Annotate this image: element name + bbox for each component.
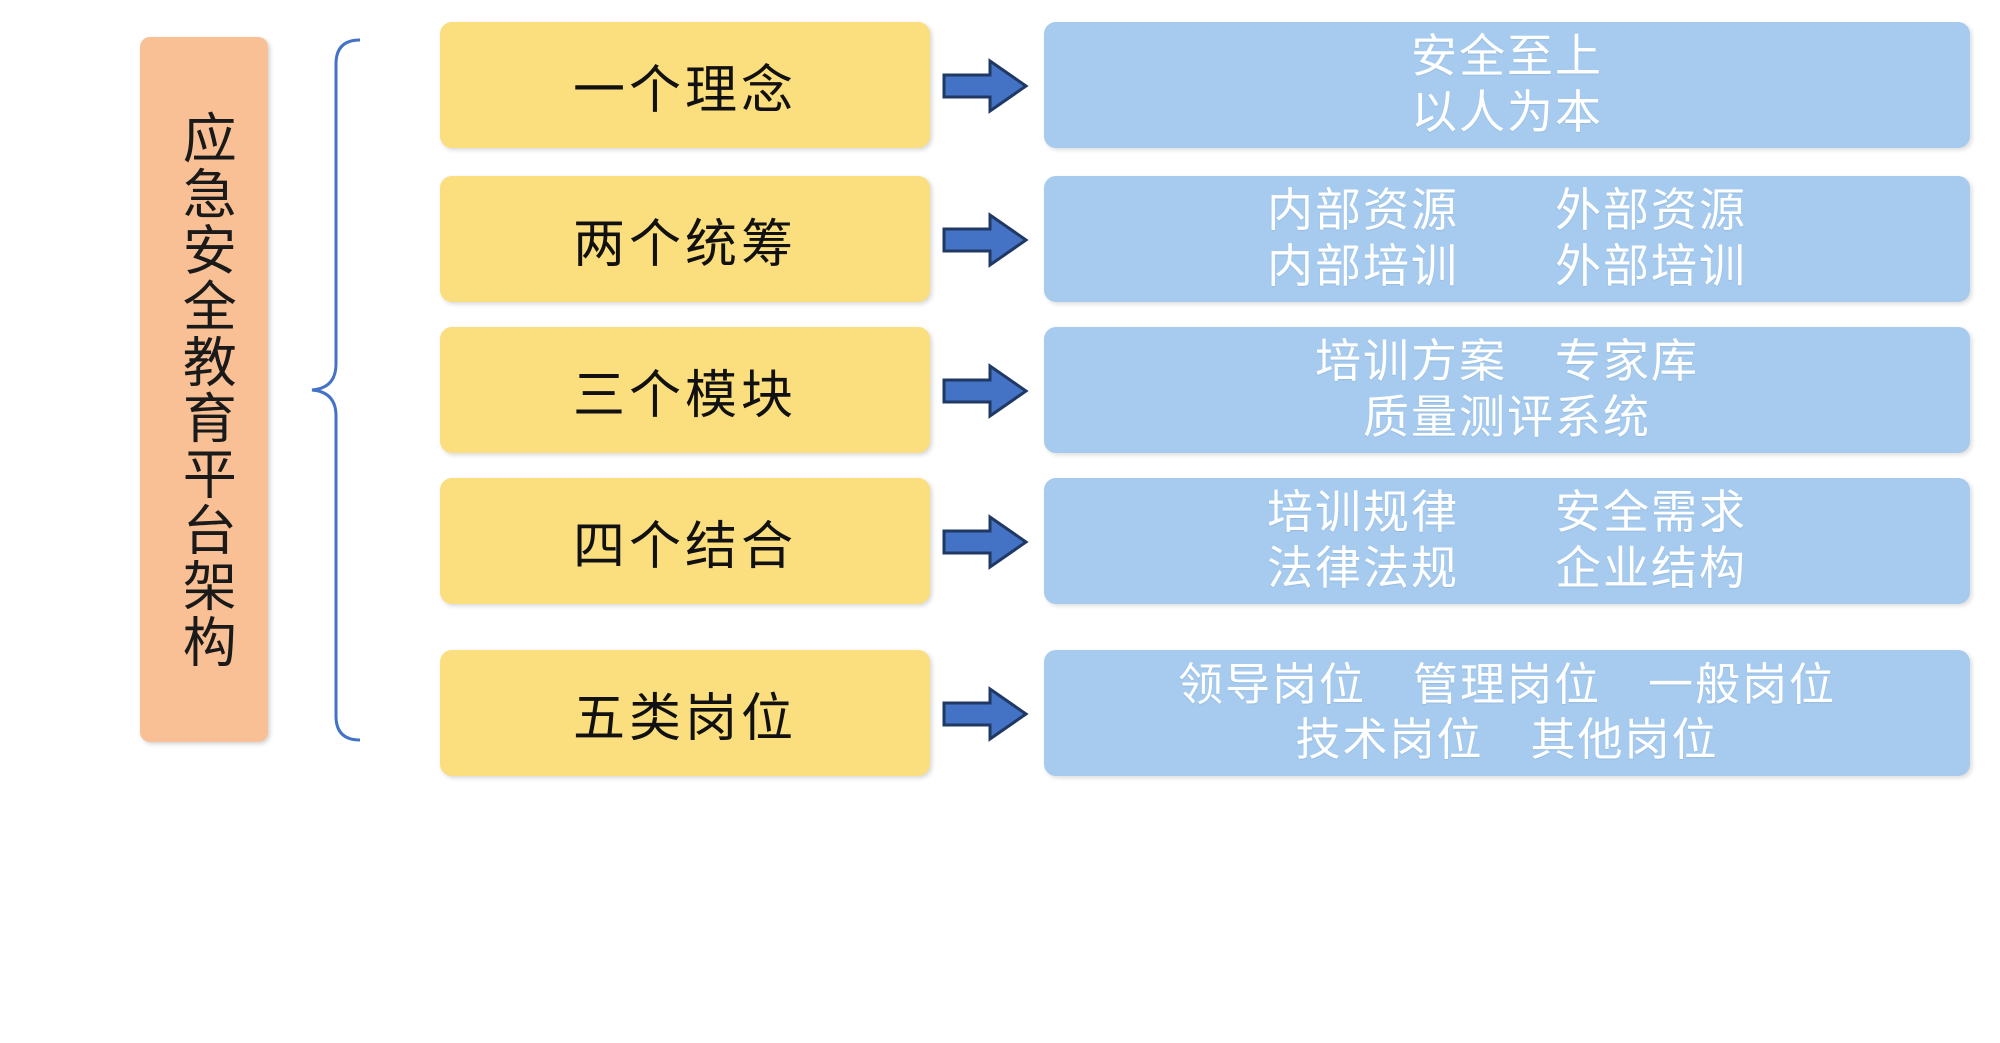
category-label-4: 四个结合 [572,518,797,576]
detail-box-2[interactable]: 内部资源 外部资源 内部培训 外部培训 [1044,176,1970,302]
detail-line: 安全至上 [1411,30,1603,82]
row-one: 一个理念 安全至上 以人为本 [440,22,1970,148]
category-label-2: 两个统筹 [572,216,797,274]
detail-line: 领导岗位 管理岗位 一般岗位 [1177,660,1836,711]
right-arrow-icon [942,686,1029,742]
detail-line: 质量测评系统 [1363,392,1651,443]
category-label-3: 三个模块 [572,367,797,425]
detail-box-5[interactable]: 领导岗位 管理岗位 一般岗位 技术岗位 其他岗位 [1044,650,1970,776]
category-box-3[interactable]: 三个模块 [440,327,930,453]
detail-line: 培训规律 安全需求 [1267,486,1747,538]
detail-box-4[interactable]: 培训规律 安全需求 法律法规 企业结构 [1044,478,1970,604]
detail-line: 内部资源 外部资源 [1267,184,1747,236]
detail-line: 法律法规 企业结构 [1267,543,1747,594]
detail-box-3[interactable]: 培训方案 专家库 质量测评系统 [1044,327,1970,453]
row-three: 三个模块 培训方案 专家库 质量测评系统 [440,327,1970,453]
category-box-4[interactable]: 四个结合 [440,478,930,604]
right-arrow-icon [942,514,1029,570]
detail-line: 培训方案 专家库 [1315,335,1699,387]
right-arrow-icon [942,363,1029,419]
platform-title-box: 应急安全教育平台架构 [140,37,268,742]
detail-line: 技术岗位 其他岗位 [1295,715,1719,765]
detail-line: 以人为本 [1411,87,1603,138]
bracket-connector-icon [311,38,361,742]
row-four: 四个结合 培训规律 安全需求 法律法规 企业结构 [440,478,1970,604]
right-arrow-icon [942,212,1029,268]
row-five: 五类岗位 领导岗位 管理岗位 一般岗位 技术岗位 其他岗位 [440,650,1970,776]
category-label-5: 五类岗位 [572,690,797,748]
detail-line: 内部培训 外部培训 [1267,241,1747,292]
page-title: 应急安全教育平台架构 [174,109,235,670]
category-box-1[interactable]: 一个理念 [440,22,930,148]
detail-box-1[interactable]: 安全至上 以人为本 [1044,22,1970,148]
row-two: 两个统筹 内部资源 外部资源 内部培训 外部培训 [440,176,1970,302]
category-box-2[interactable]: 两个统筹 [440,176,930,302]
category-label-1: 一个理念 [572,62,797,120]
right-arrow-icon [942,58,1029,114]
category-box-5[interactable]: 五类岗位 [440,650,930,776]
